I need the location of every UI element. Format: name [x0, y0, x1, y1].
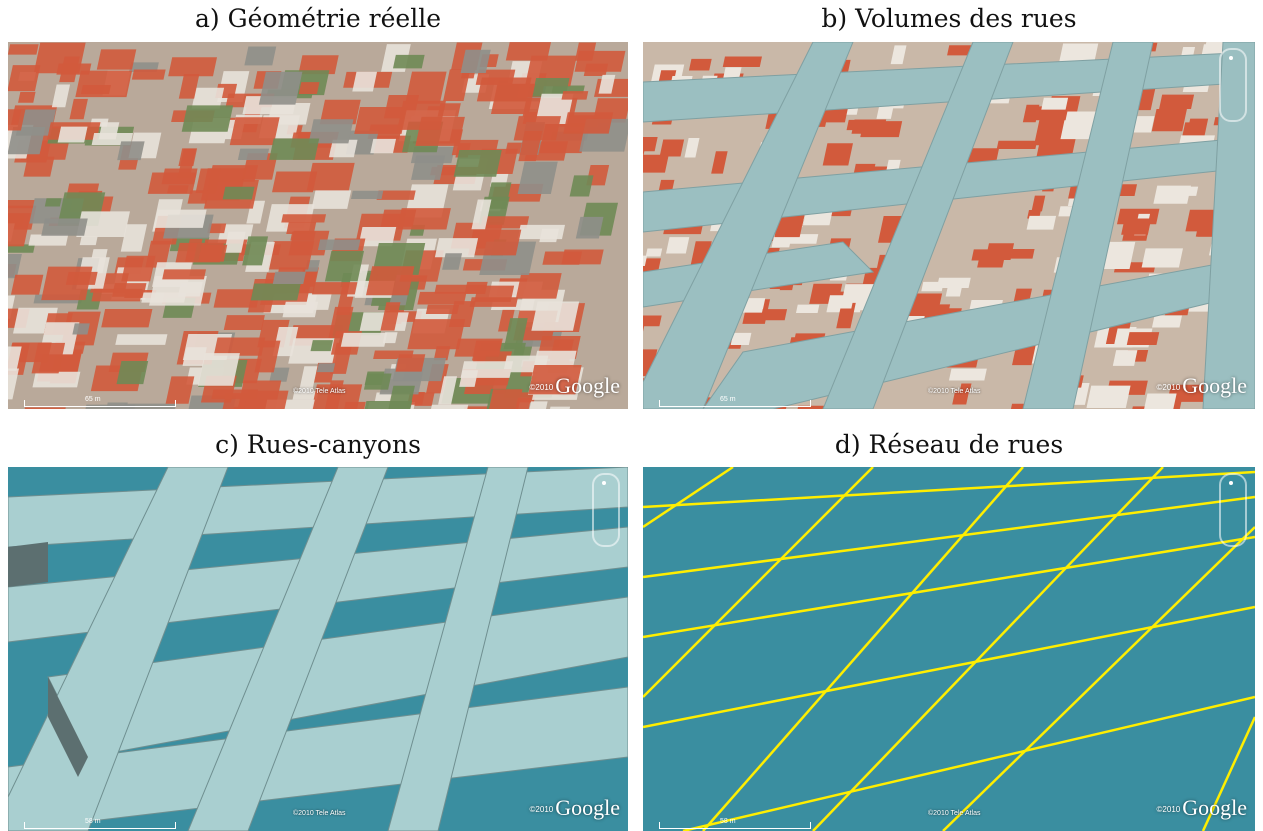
compass-icon-d[interactable]	[1219, 473, 1247, 547]
street-network-image	[643, 467, 1255, 831]
copyright-b: ©2010 Tele Atlas	[928, 388, 981, 395]
caption-d: d) Réseau de rues	[834, 430, 1064, 459]
scale-bar-b: 65 m	[659, 396, 811, 407]
compass-icon-c[interactable]	[592, 473, 620, 547]
copyright-d: ©2010 Tele Atlas	[928, 810, 981, 817]
scale-label-b: 65 m	[720, 396, 736, 403]
street-volumes-view: ©2010 Tele Atlas 65 m ©2010Google	[643, 42, 1255, 409]
scale-label-a: 65 m	[85, 396, 101, 403]
copyright-a: ©2010 Tele Atlas	[293, 388, 346, 395]
google-logo-a: ©2010Google	[529, 373, 620, 398]
compass-icon-b[interactable]	[1219, 48, 1247, 122]
scale-label-d: 58 m	[720, 818, 736, 825]
scale-bar-c: 58 m	[24, 818, 176, 829]
caption-c: c) Rues-canyons	[215, 430, 421, 459]
google-logo-b: ©2010Google	[1156, 373, 1247, 398]
google-logo-d: ©2010Google	[1156, 795, 1247, 820]
scale-bar-a: 65 m	[24, 396, 176, 407]
scale-label-c: 58 m	[85, 818, 101, 825]
copyright-c: ©2010 Tele Atlas	[293, 810, 346, 817]
google-logo-c: ©2010Google	[529, 795, 620, 820]
scale-bar-d: 58 m	[659, 818, 811, 829]
caption-a: a) Géométrie réelle	[195, 4, 441, 33]
street-canyons-view: ©2010 Tele Atlas 58 m ©2010Google	[8, 467, 628, 831]
city-rooftops-image	[8, 42, 628, 409]
caption-b: b) Volumes des rues	[821, 4, 1077, 33]
street-canyons-image	[8, 467, 628, 831]
street-volumes-image	[643, 42, 1255, 409]
street-network-view: ©2010 Tele Atlas 58 m ©2010Google	[643, 467, 1255, 831]
aerial-photo-real-geometry: ©2010 Tele Atlas 65 m ©2010Google	[8, 42, 628, 409]
